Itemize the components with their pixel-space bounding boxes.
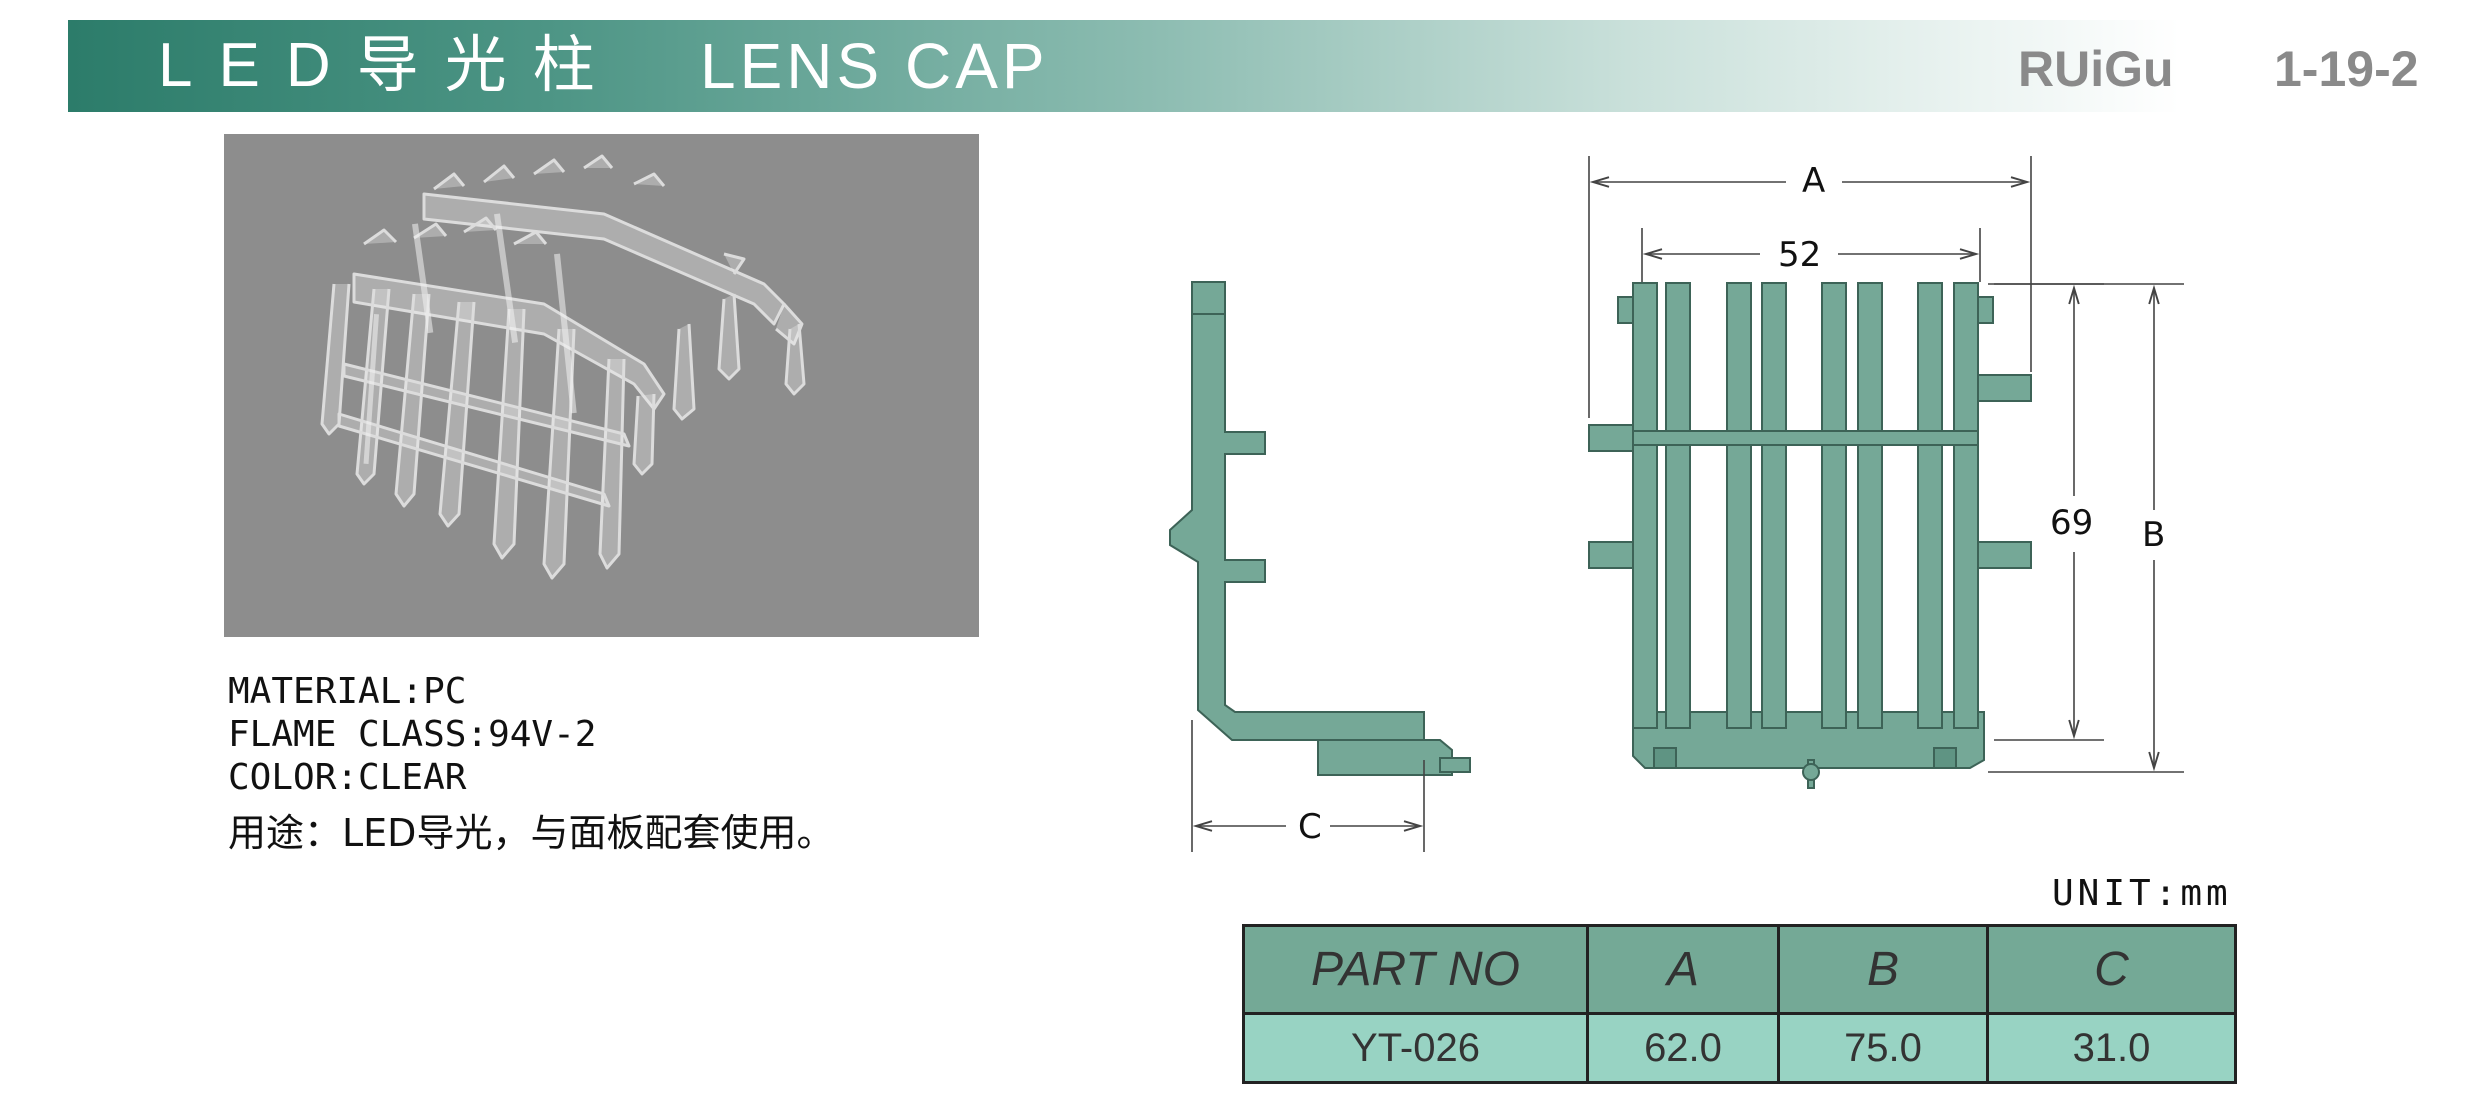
spec-material: MATERIAL:PC bbox=[228, 671, 467, 712]
cell-a: 62.0 bbox=[1586, 1012, 1780, 1084]
dim-c-lines bbox=[1191, 720, 1425, 852]
lens-cap-render bbox=[320, 154, 806, 580]
unit-label: UNIT:mm bbox=[2052, 873, 2232, 914]
spec-color: COLOR:CLEAR bbox=[228, 757, 467, 798]
cell-c: 31.0 bbox=[1986, 1012, 2237, 1084]
side-view bbox=[1169, 281, 1471, 776]
header-c: C bbox=[1986, 924, 2237, 1015]
dim-a-label: A bbox=[1802, 161, 1825, 201]
header-b: B bbox=[1777, 924, 1989, 1015]
dim-b-label: B bbox=[2142, 515, 2165, 555]
front-view bbox=[1588, 282, 2032, 789]
table-row: YT-026 62.0 75.0 31.0 bbox=[1242, 1012, 2237, 1084]
page-code: 1-19-2 bbox=[2274, 41, 2419, 97]
spec-flame-class: FLAME CLASS:94V-2 bbox=[228, 714, 597, 755]
dim-52-label: 52 bbox=[1778, 235, 1821, 275]
cell-b: 75.0 bbox=[1777, 1012, 1989, 1084]
back-prongs bbox=[422, 154, 806, 421]
front-dim-lines bbox=[1588, 156, 2184, 773]
dimension-table: PART NO A B C YT-026 62.0 75.0 31.0 bbox=[1242, 924, 2237, 1084]
connecting-rails bbox=[337, 362, 631, 508]
dim-69-label: 69 bbox=[2050, 503, 2093, 543]
page-header: LED导光柱 LENS CAP RUiGu 1-19-2 bbox=[68, 20, 2468, 112]
brand-name: RUiGu bbox=[2018, 41, 2174, 97]
table-header-row: PART NO A B C bbox=[1242, 924, 2237, 1015]
product-photo bbox=[224, 134, 979, 637]
spec-usage: 用途：LED导光，与面板配套使用。 bbox=[228, 811, 835, 855]
title-english: LENS CAP bbox=[700, 30, 1049, 102]
cell-part-no: YT-026 bbox=[1242, 1012, 1589, 1084]
highlights bbox=[363, 213, 577, 464]
header-part-no: PART NO bbox=[1242, 924, 1589, 1015]
title-chinese: LED导光柱 bbox=[158, 31, 621, 100]
header-a: A bbox=[1586, 924, 1780, 1015]
dim-c-label: C bbox=[1298, 807, 1322, 847]
